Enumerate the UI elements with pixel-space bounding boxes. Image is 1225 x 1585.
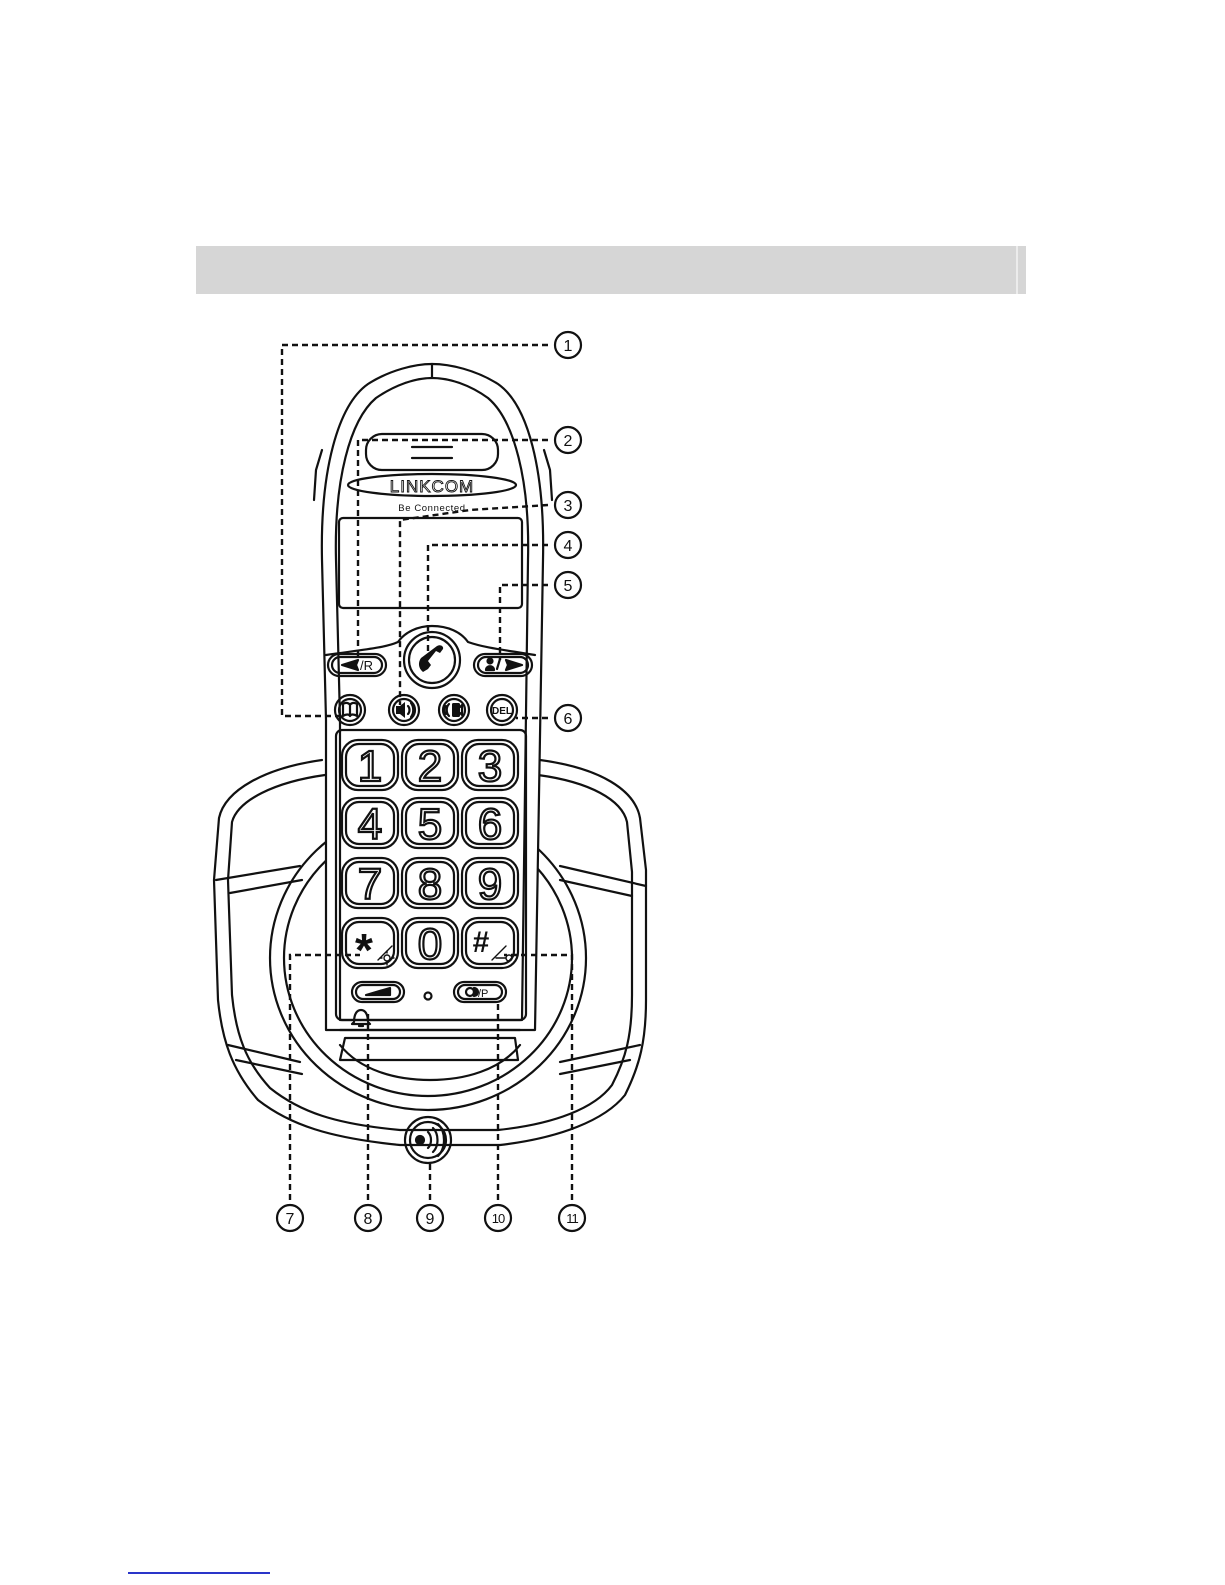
key-8-label: 8 [418,860,442,909]
callout-5: 5 [555,572,581,598]
footer-link-underline[interactable] [128,1572,270,1574]
callout-1-number: 1 [564,338,573,355]
callout-1: 1 [555,332,581,358]
callout-6: 6 [555,705,581,731]
key-6-label: 6 [478,800,502,849]
callout-4-number: 4 [564,538,573,555]
delete-label: DEL [492,706,512,717]
key-3-label: 3 [478,742,502,791]
callout-7-number: 7 [286,1211,295,1228]
key-2-label: 2 [418,742,442,791]
key-4-label: 4 [358,800,382,849]
callout-9: 9 [417,1205,443,1231]
callout-11: 11 [559,1205,585,1231]
callout-8-number: 8 [364,1211,373,1228]
brand-name: LINKCOM [390,477,474,496]
paging-wave-icon [416,1124,444,1156]
left-nav-label: /R [360,658,373,673]
callout-2: 2 [555,427,581,453]
callout-3: 3 [555,492,581,518]
callout-8: 8 [355,1205,381,1231]
callout-4: 4 [555,532,581,558]
key-7-label: 7 [358,860,382,909]
key-hash-label: # [473,926,490,959]
callout-10-number: 10 [492,1211,505,1226]
key-star-label: * [355,924,373,976]
callout-11-number: 11 [566,1211,578,1226]
key-5-label: 5 [418,800,442,849]
callout-9-number: 9 [426,1211,435,1228]
key-1-label: 1 [358,742,382,791]
callout-3-number: 3 [564,498,573,515]
callout-7: 7 [277,1205,303,1231]
key-0-label: 0 [418,920,442,969]
callout-10: 10 [485,1205,511,1231]
key-9-label: 9 [478,860,502,909]
intercom-icon [445,703,463,717]
callout-6-number: 6 [564,711,573,728]
callout-2-number: 2 [564,433,573,450]
callout-5-number: 5 [564,578,573,595]
pause-label: /P [478,988,488,1000]
